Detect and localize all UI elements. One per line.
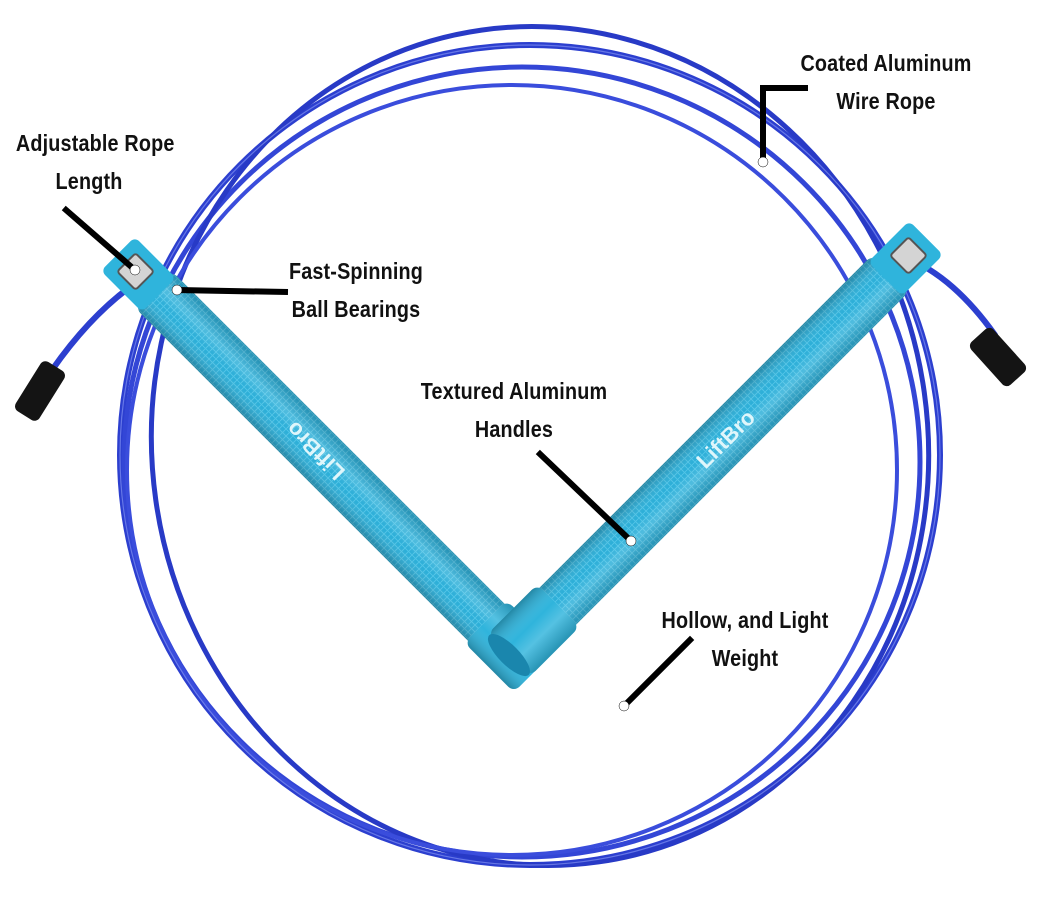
callout-bearings: Fast-Spinning Ball Bearings bbox=[280, 252, 431, 328]
callout-bearings-line1: Fast-Spinning bbox=[288, 258, 424, 284]
callout-lines bbox=[61, 85, 808, 710]
callout-line-handles bbox=[535, 449, 635, 545]
callout-hollow-line1: Hollow, and Light bbox=[661, 607, 829, 633]
callout-hollow: Hollow, and Light Weight bbox=[655, 601, 836, 677]
callout-adjustable-length: Adjustable Rope Length bbox=[15, 124, 175, 200]
callout-handles-line1: Textured Aluminum bbox=[420, 378, 608, 404]
callout-bearings-line2: Ball Bearings bbox=[291, 296, 421, 322]
ball-bearing-right bbox=[890, 237, 927, 274]
callout-adjustable-length-line2: Length bbox=[55, 168, 123, 194]
rope-loop-4 bbox=[125, 83, 899, 857]
callout-line-wire-rope bbox=[760, 85, 808, 163]
callout-line-bearings bbox=[174, 286, 289, 296]
callout-dot-bearings bbox=[171, 284, 183, 296]
callout-wire-rope: Coated Aluminum Wire Rope bbox=[800, 44, 972, 120]
callout-dot-adjustable bbox=[129, 264, 141, 276]
rope-highlight bbox=[119, 44, 941, 866]
coated-wire-rope bbox=[49, 24, 998, 868]
rope-end-cap-left bbox=[15, 361, 65, 421]
callout-dot-hollow bbox=[618, 700, 630, 712]
hollow-end bbox=[487, 634, 530, 677]
callout-hollow-line2: Weight bbox=[711, 645, 779, 671]
callout-dots bbox=[129, 156, 769, 712]
rope-end-cap-right bbox=[969, 327, 1027, 387]
callout-handles-line2: Handles bbox=[474, 416, 554, 442]
rope-loop-2 bbox=[121, 64, 923, 860]
callout-adjustable-length-line1: Adjustable Rope bbox=[15, 130, 175, 156]
callout-wire-rope-line1: Coated Aluminum bbox=[800, 50, 972, 76]
callout-line-adjustable bbox=[61, 205, 140, 275]
callout-wire-rope-line2: Wire Rope bbox=[836, 88, 936, 114]
callout-line-hollow bbox=[620, 635, 695, 710]
callout-dot-wire-rope bbox=[757, 156, 769, 168]
rope-loop-3 bbox=[148, 24, 932, 868]
callout-dot-handles bbox=[625, 535, 637, 547]
callout-handles: Textured Aluminum Handles bbox=[419, 372, 608, 448]
handle-right: LiftBro bbox=[487, 223, 941, 677]
